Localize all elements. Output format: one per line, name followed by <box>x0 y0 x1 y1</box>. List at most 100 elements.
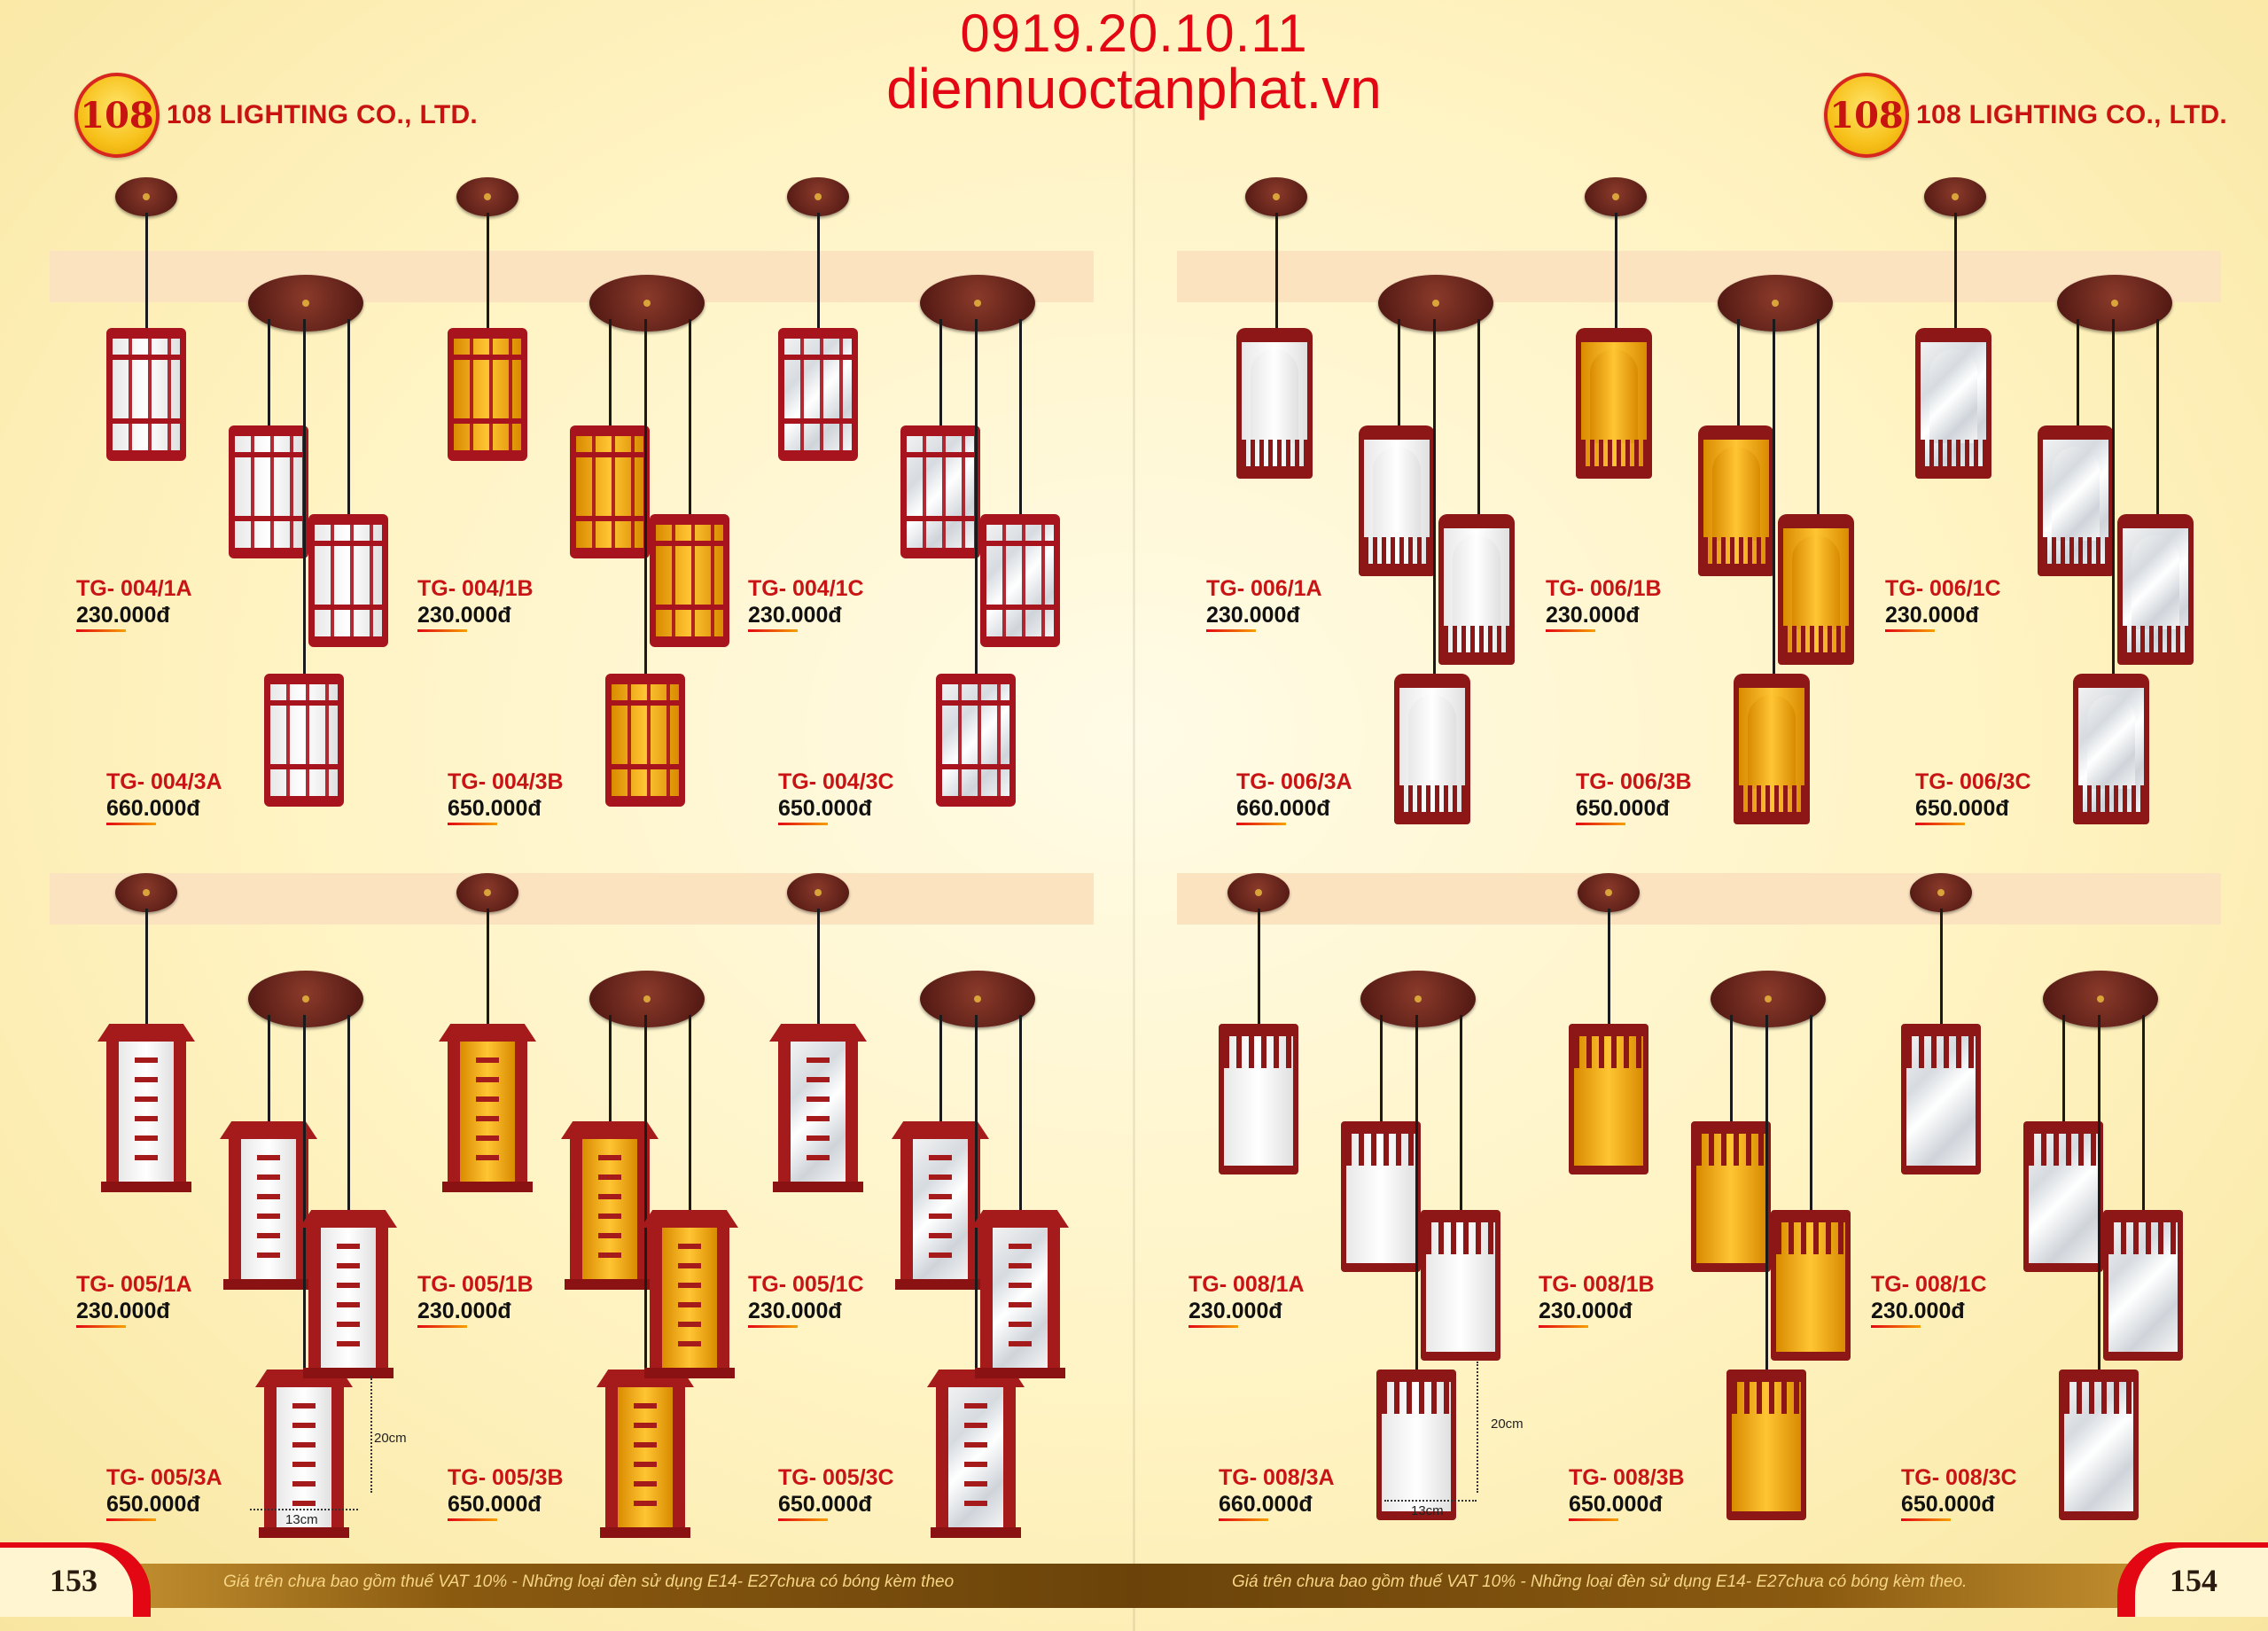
pendant-cord <box>2142 1015 2145 1210</box>
product-code-triple: TG- 004/3B <box>448 769 564 794</box>
pendant-lamp-triple-3 <box>2117 514 2194 665</box>
pendant-cord <box>939 1015 942 1121</box>
product-price-single: 230.000đ <box>1539 1299 1633 1328</box>
ceiling-canopy-icon <box>456 873 518 912</box>
pendant-lamp-triple-1 <box>2038 425 2114 576</box>
pendant-lamp-triple-2 <box>1734 674 1810 824</box>
pendant-lamp-triple-3 <box>308 514 388 647</box>
footer-bar <box>0 1564 2268 1608</box>
pendant-cord <box>347 319 350 514</box>
pendant-lamp-triple-1 <box>900 425 980 558</box>
pendant-lamp-triple-2 <box>2059 1370 2139 1520</box>
pendant-lamp-triple-1 <box>892 1121 989 1290</box>
pendant-lamp-triple-2 <box>264 674 344 807</box>
pendant-lamp-single <box>1901 1024 1981 1174</box>
pendant-lamp-triple-3 <box>1421 1210 1500 1361</box>
pendant-lamp-single <box>1219 1024 1298 1174</box>
brand-name: 108 LIGHTING CO., LTD. <box>1916 100 2228 129</box>
pendant-lamp-triple-3 <box>971 1210 1069 1378</box>
ceiling-canopy-icon <box>589 275 705 332</box>
footer-note-left: Giá trên chưa bao gồm thuế VAT 10% - Nhữ… <box>223 1572 955 1591</box>
pendant-lamp-triple-3 <box>980 514 1060 647</box>
pendant-lamp-triple-1 <box>1359 425 1435 576</box>
pendant-lamp-single <box>1236 328 1313 479</box>
ceiling-canopy-icon <box>1711 971 1826 1027</box>
product-price-triple: 660.000đ <box>1236 796 1330 825</box>
pendant-cord <box>689 319 691 514</box>
product-code-triple: TG- 004/3C <box>778 769 894 794</box>
product-price-triple: 660.000đ <box>1219 1492 1313 1521</box>
pendant-lamp-triple-2 <box>1726 1370 1806 1520</box>
pendant-lamp-triple-1 <box>570 425 650 558</box>
product-price-single: 230.000đ <box>1885 603 1979 632</box>
pendant-cord <box>609 319 612 425</box>
pendant-lamp-triple-3 <box>1771 1210 1851 1361</box>
pendant-lamp-single <box>448 328 527 461</box>
product-code-triple: TG- 008/3C <box>1901 1465 2017 1490</box>
height-dimension: 20cm <box>1491 1416 1524 1432</box>
section-band <box>50 873 1094 925</box>
ceiling-canopy-icon <box>1360 971 1476 1027</box>
product-price-single: 230.000đ <box>417 1299 511 1328</box>
width-dimension: 13cm <box>285 1512 318 1527</box>
ceiling-canopy-icon <box>248 971 363 1027</box>
product-code-single: TG- 005/1C <box>748 1272 864 1297</box>
product-price-triple: 650.000đ <box>1901 1492 1995 1521</box>
pendant-lamp-triple-1 <box>229 425 308 558</box>
product-price-triple: 650.000đ <box>448 796 542 825</box>
product-code-triple: TG- 008/3A <box>1219 1465 1335 1490</box>
pendant-cord <box>1730 1015 1733 1121</box>
page-fold <box>1133 0 1135 1631</box>
pendant-cord <box>1398 319 1400 425</box>
pendant-lamp-triple-2 <box>936 674 1016 807</box>
product-price-triple: 650.000đ <box>1576 796 1670 825</box>
pendant-cord <box>1477 319 1480 514</box>
pendant-lamp-single <box>1576 328 1652 479</box>
ceiling-canopy-icon <box>787 177 849 216</box>
section-band <box>1177 251 2221 302</box>
ceiling-canopy-icon <box>1578 873 1640 912</box>
product-code-single: TG- 008/1B <box>1539 1272 1655 1297</box>
pendant-lamp-single <box>439 1024 536 1192</box>
product-price-single: 230.000đ <box>748 1299 842 1328</box>
pendant-cord <box>1940 909 1943 1024</box>
pendant-lamp-triple-1 <box>2023 1121 2103 1272</box>
page-number-right: 154 <box>2170 1563 2217 1598</box>
product-price-triple: 660.000đ <box>106 796 200 825</box>
product-price-triple: 650.000đ <box>448 1492 542 1521</box>
pendant-lamp-triple-1 <box>1698 425 1774 576</box>
product-code-single: TG- 006/1C <box>1885 576 2001 601</box>
brand-logo-icon: 108 <box>1824 73 1909 158</box>
brand-left: 108 108 LIGHTING CO., LTD. <box>74 73 478 158</box>
pendant-cord <box>1275 213 1278 328</box>
brand-logo-icon: 108 <box>74 73 160 158</box>
pendant-lamp-triple-3 <box>2103 1210 2183 1361</box>
product-price-triple: 650.000đ <box>778 1492 872 1521</box>
dimension-line <box>370 1376 372 1493</box>
product-price-triple: 650.000đ <box>1915 796 2009 825</box>
pendant-cord <box>1954 213 1957 328</box>
product-price-triple: 650.000đ <box>1569 1492 1663 1521</box>
pendant-lamp-triple-1 <box>1341 1121 1421 1272</box>
pendant-lamp-triple-2 <box>255 1370 353 1538</box>
pendant-lamp-single <box>106 328 186 461</box>
pendant-cord <box>1615 213 1617 328</box>
pendant-cord <box>1817 319 1820 514</box>
phone-number: 0919.20.10.11 <box>960 4 1308 63</box>
pendant-cord <box>1380 1015 1383 1121</box>
pendant-lamp-triple-2 <box>1376 1370 1456 1520</box>
pendant-lamp-single <box>769 1024 867 1192</box>
ceiling-canopy-icon <box>115 177 177 216</box>
pendant-cord <box>303 1015 306 1370</box>
ceiling-canopy-icon <box>1585 177 1647 216</box>
pendant-lamp-triple-2 <box>1394 674 1470 824</box>
pendant-cord <box>689 1015 691 1210</box>
pendant-cord <box>1019 319 1022 514</box>
pendant-cord <box>487 213 489 328</box>
